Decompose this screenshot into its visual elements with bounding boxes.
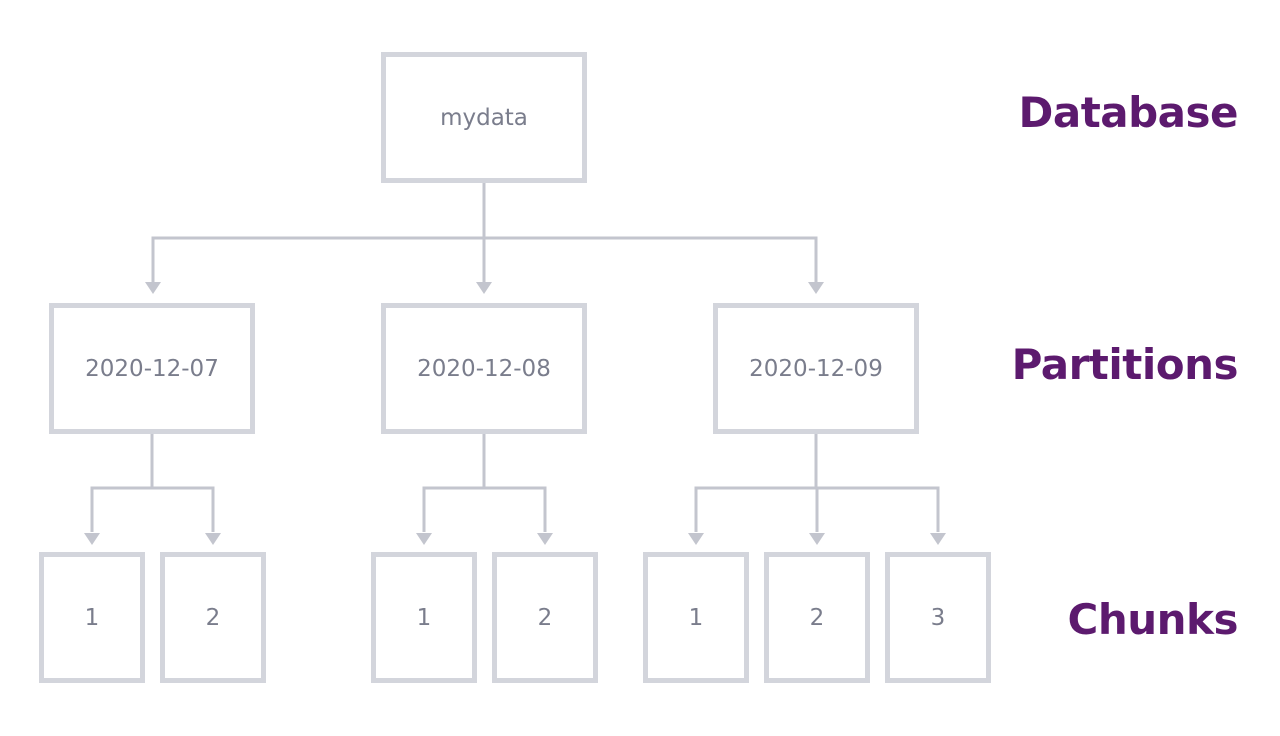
chunk-label: 2 (205, 604, 221, 631)
partition-box: 2020-12-07 (49, 303, 255, 434)
partition-box: 2020-12-08 (381, 303, 587, 434)
arrow-head (84, 533, 100, 545)
chunk-box: 2 (764, 552, 870, 683)
arrow-head (476, 282, 492, 294)
connector-line (151, 236, 818, 282)
chunk-box: 1 (39, 552, 145, 683)
partition-name: 2020-12-08 (417, 355, 551, 382)
arrow-head (145, 282, 161, 294)
chunk-label: 1 (688, 604, 704, 631)
partition-name: 2020-12-09 (749, 355, 883, 382)
level-label-database: Database (1018, 88, 1238, 137)
level-label-chunks: Chunks (1067, 595, 1239, 644)
chunk-box: 2 (492, 552, 598, 683)
database-name: mydata (440, 104, 528, 131)
arrow-head (808, 282, 824, 294)
arrow-head (416, 533, 432, 545)
arrow-head (205, 533, 221, 545)
arrow-head (930, 533, 946, 545)
arrow-head (688, 533, 704, 545)
chunk-box: 3 (885, 552, 991, 683)
level-label-partitions: Partitions (1011, 340, 1239, 389)
chunk-label: 2 (537, 604, 553, 631)
arrow-head (809, 533, 825, 545)
chunk-label: 2 (809, 604, 825, 631)
chunk-label: 1 (84, 604, 100, 631)
partition-box: 2020-12-09 (713, 303, 919, 434)
chunk-box: 2 (160, 552, 266, 683)
chunk-box: 1 (371, 552, 477, 683)
connector-line (422, 486, 547, 532)
connector-line (90, 486, 215, 532)
database-box: mydata (381, 52, 587, 183)
chunk-box: 1 (643, 552, 749, 683)
partition-name: 2020-12-07 (85, 355, 219, 382)
chunk-label: 3 (930, 604, 946, 631)
arrow-head (537, 533, 553, 545)
chunk-label: 1 (416, 604, 432, 631)
